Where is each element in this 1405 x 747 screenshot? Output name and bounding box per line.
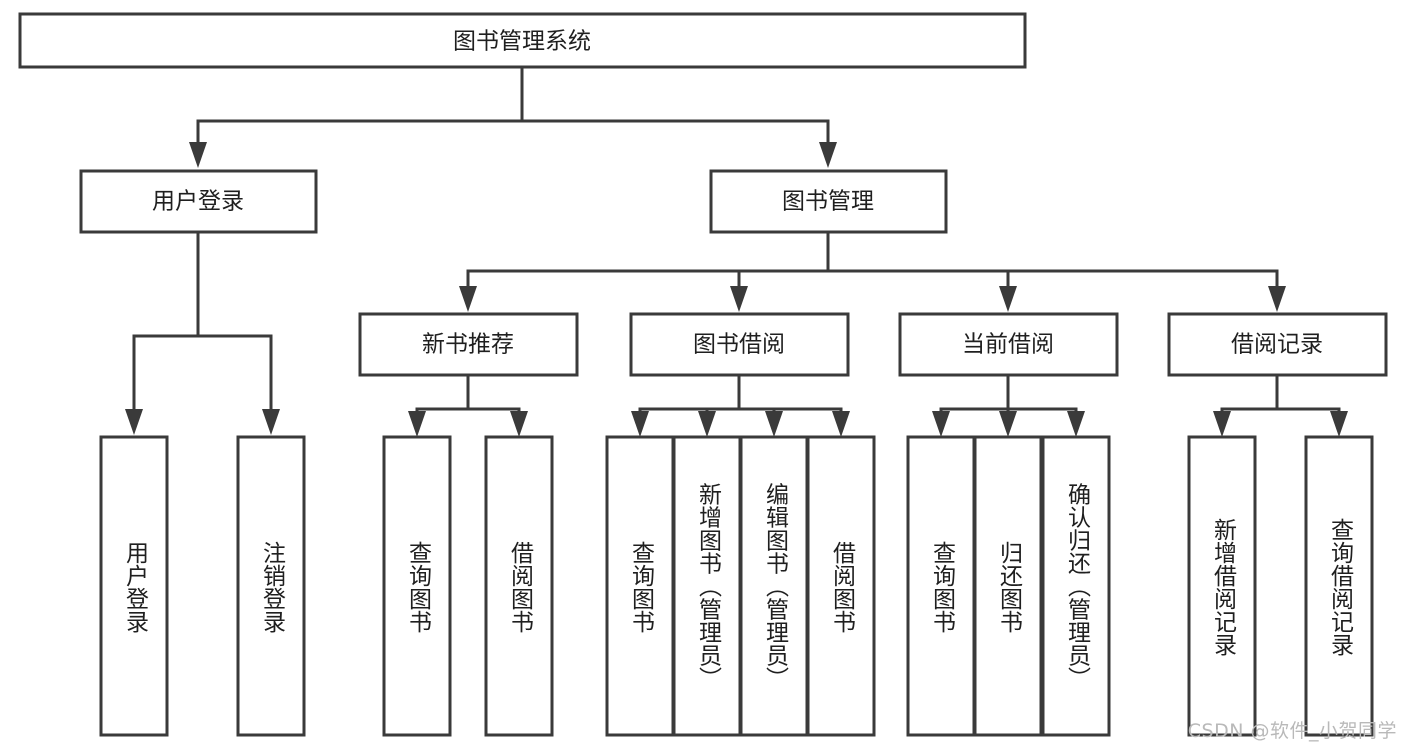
node-book-manage[interactable]: 图书管理 bbox=[709, 169, 948, 234]
arrow-to-leaf-query-book-1 bbox=[408, 411, 426, 437]
arrow-to-leaf-add-record bbox=[1213, 411, 1231, 437]
node-leaf-borrow-book-2[interactable]: 借阅图书 bbox=[806, 435, 876, 737]
node-leaf-borrow-book-1[interactable]: 借阅图书 bbox=[484, 435, 554, 737]
node-leaf-add-book[interactable]: 新增图书（管理员） bbox=[672, 435, 742, 737]
node-leaf-query-book-3-label: 查询图书 bbox=[929, 541, 957, 633]
node-leaf-return-book[interactable]: 归还图书 bbox=[973, 435, 1043, 737]
arrow-to-leaf-query-record bbox=[1330, 411, 1348, 437]
connector-book-manage-to-level3 bbox=[459, 230, 1286, 312]
node-leaf-return-book-label: 归还图书 bbox=[996, 541, 1024, 633]
arrow-to-leaf-add-book bbox=[698, 411, 716, 437]
arrow-to-new-book-rec bbox=[459, 286, 477, 312]
node-new-book-rec-label: 新书推荐 bbox=[422, 332, 514, 358]
connector-root-to-level2 bbox=[189, 65, 837, 168]
connector-user-login-to-leaves bbox=[125, 230, 280, 435]
node-leaf-edit-book[interactable]: 编辑图书（管理员） bbox=[739, 435, 809, 737]
node-leaf-query-record[interactable]: 查询借阅记录 bbox=[1304, 435, 1374, 737]
arrow-to-leaf-return-book bbox=[999, 411, 1017, 437]
node-leaf-add-record-label: 新增借阅记录 bbox=[1210, 518, 1238, 656]
node-current-borrow[interactable]: 当前借阅 bbox=[898, 312, 1119, 377]
arrow-to-leaf-confirm-return bbox=[1067, 411, 1085, 437]
node-leaf-add-record[interactable]: 新增借阅记录 bbox=[1187, 435, 1257, 737]
arrow-to-leaf-borrow-book-1 bbox=[510, 411, 528, 437]
node-root[interactable]: 图书管理系统 bbox=[18, 12, 1027, 69]
node-leaf-borrow-book-1-label: 借阅图书 bbox=[507, 541, 535, 633]
connector-borrow-record-to-leaves bbox=[1213, 373, 1348, 437]
node-borrow-record-label: 借阅记录 bbox=[1231, 332, 1323, 358]
node-leaf-confirm-return-label: 确认归还（管理员） bbox=[1064, 483, 1092, 690]
node-current-borrow-label: 当前借阅 bbox=[962, 332, 1054, 358]
node-user-login-label: 用户登录 bbox=[152, 189, 244, 215]
node-leaf-query-book-1[interactable]: 查询图书 bbox=[382, 435, 452, 737]
arrow-to-leaf-query-book-2 bbox=[631, 411, 649, 437]
arrow-to-current-borrow bbox=[999, 286, 1017, 312]
arrow-to-leaf-edit-book bbox=[765, 411, 783, 437]
node-book-borrow[interactable]: 图书借阅 bbox=[629, 312, 850, 377]
node-leaf-borrow-book-2-label: 借阅图书 bbox=[829, 541, 857, 633]
node-leaf-logout-label: 注销登录 bbox=[259, 541, 287, 633]
arrow-to-user-login bbox=[189, 142, 207, 168]
node-leaf-user-login[interactable]: 用户登录 bbox=[99, 435, 169, 737]
node-root-label: 图书管理系统 bbox=[453, 29, 591, 55]
arrow-to-leaf-query-book-3 bbox=[932, 411, 950, 437]
arrow-to-book-manage bbox=[819, 142, 837, 168]
node-borrow-record[interactable]: 借阅记录 bbox=[1167, 312, 1388, 377]
node-leaf-confirm-return[interactable]: 确认归还（管理员） bbox=[1041, 435, 1111, 737]
connector-new-book-rec-to-leaves bbox=[408, 373, 528, 437]
node-new-book-rec[interactable]: 新书推荐 bbox=[358, 312, 579, 377]
node-leaf-logout[interactable]: 注销登录 bbox=[236, 435, 306, 737]
node-leaf-add-book-label: 新增图书（管理员） bbox=[695, 483, 723, 690]
node-leaf-query-book-1-label: 查询图书 bbox=[405, 541, 433, 633]
arrow-to-borrow-record bbox=[1268, 286, 1286, 312]
node-leaf-query-record-label: 查询借阅记录 bbox=[1327, 518, 1355, 656]
arrow-to-leaf-user-login bbox=[125, 409, 143, 435]
arrow-to-leaf-borrow-book-2 bbox=[832, 411, 850, 437]
connector-current-borrow-to-leaves bbox=[932, 373, 1085, 437]
arrow-to-book-borrow bbox=[730, 286, 748, 312]
node-book-manage-label: 图书管理 bbox=[782, 189, 874, 215]
node-leaf-edit-book-label: 编辑图书（管理员） bbox=[762, 483, 790, 690]
node-user-login[interactable]: 用户登录 bbox=[79, 169, 318, 234]
connector-book-borrow-to-leaves bbox=[631, 373, 850, 437]
node-leaf-query-book-3[interactable]: 查询图书 bbox=[906, 435, 976, 737]
node-book-borrow-label: 图书借阅 bbox=[693, 332, 785, 358]
node-leaf-query-book-2-label: 查询图书 bbox=[628, 541, 656, 633]
node-leaf-query-book-2[interactable]: 查询图书 bbox=[605, 435, 675, 737]
arrow-to-leaf-logout bbox=[262, 409, 280, 435]
node-leaf-user-login-label: 用户登录 bbox=[122, 541, 150, 633]
